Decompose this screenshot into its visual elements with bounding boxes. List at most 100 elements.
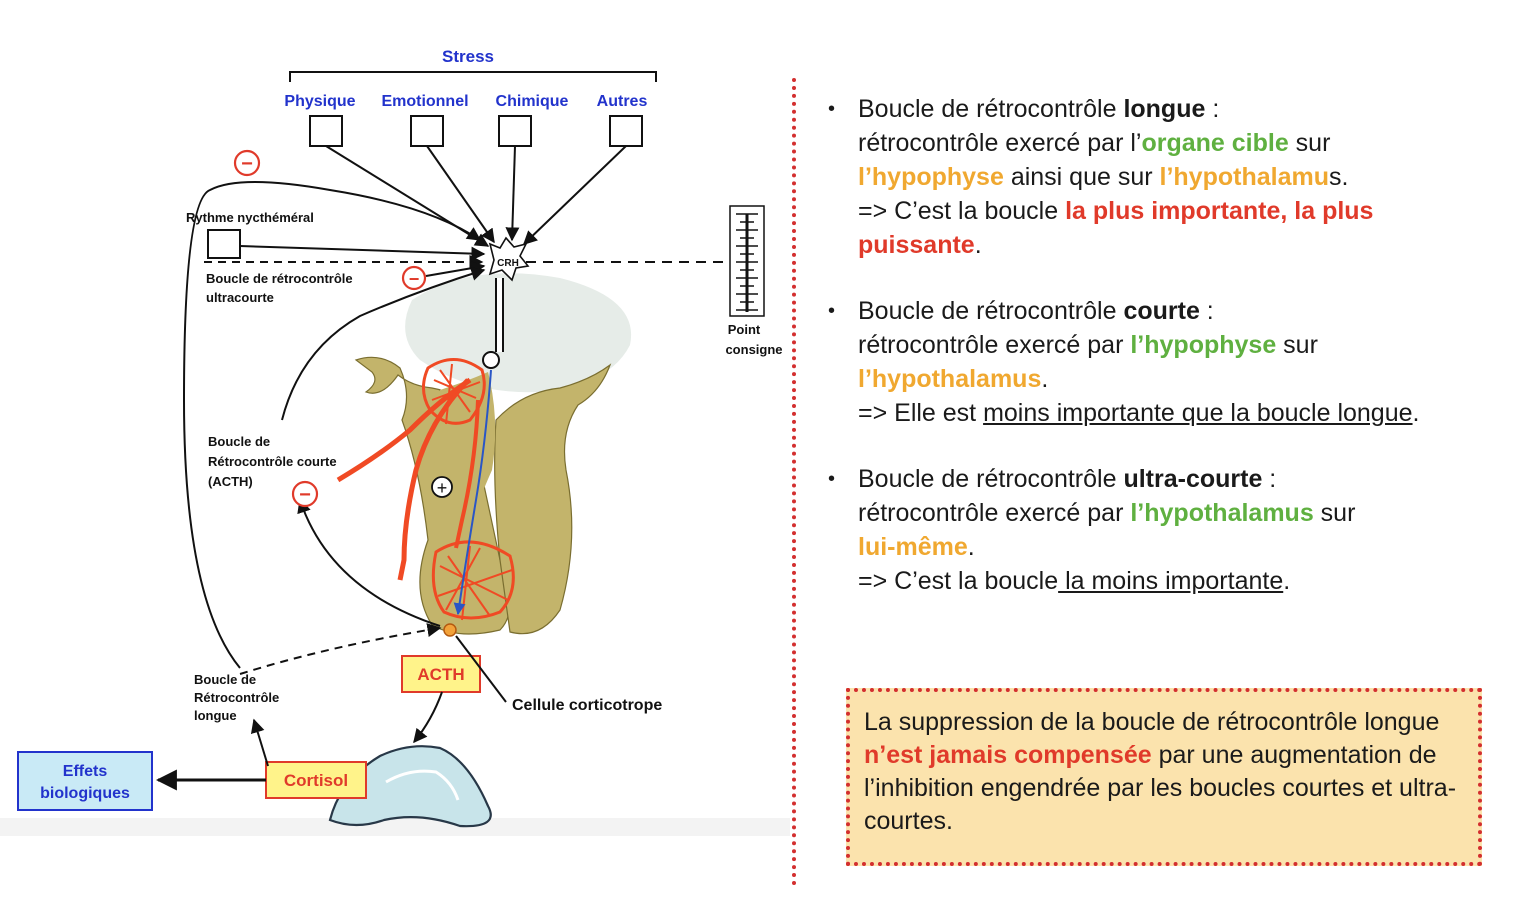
- adrenal-gland: [328, 745, 492, 828]
- stress-physique: Physique: [284, 93, 355, 110]
- arrow-autres-crh: [522, 145, 627, 245]
- adrenal-medulla: [385, 769, 460, 801]
- b3-l4-pre: => C’est la boucle: [858, 567, 1059, 595]
- minus-short-glyph: −: [299, 484, 311, 506]
- minus-long-glyph: −: [241, 153, 253, 175]
- b2-l1-post: :: [1199, 297, 1214, 325]
- note-text-post: par une augmentation de l’inhibition eng…: [864, 741, 1457, 835]
- b2-l3-orange: l’hypothalamus: [858, 365, 1042, 393]
- stress-box-physique: [309, 115, 343, 147]
- longue-label-2: Rétrocontrôle: [194, 690, 279, 705]
- b1-l4-red: la plus importante, la plus puissante: [858, 197, 1374, 259]
- cellule-label: Cellule corticotrope: [512, 697, 662, 714]
- effets-label-2: biologiques: [40, 785, 130, 802]
- b3-l1-post: :: [1262, 465, 1277, 493]
- b2-l3-post: .: [1041, 365, 1049, 393]
- b1-l3-orange2: l’hypothalamu: [1159, 163, 1329, 191]
- bullet-longue: • Boucle de rétrocontrôle longue : rétro…: [820, 92, 1500, 262]
- b1-l1-pre: Boucle de rétrocontrôle: [858, 95, 1124, 123]
- bottom-band: [0, 818, 790, 836]
- stress-title: Stress: [442, 47, 494, 66]
- stress-autres: Autres: [597, 93, 648, 110]
- b3-l3-orange: lui-même: [858, 533, 968, 561]
- portal-capillary-top-mesh: [431, 363, 481, 425]
- b1-l2-green: organe cible: [1141, 129, 1289, 157]
- acth-label: ACTH: [417, 665, 464, 684]
- crh-axon: [495, 278, 504, 352]
- explanation-panel: • Boucle de rétrocontrôle longue : rétro…: [820, 92, 1500, 630]
- b2-l4-post: .: [1412, 399, 1420, 427]
- b3-l2-pre: rétrocontrôle exercé par: [858, 499, 1131, 527]
- portal-capillary-bottom: [431, 540, 515, 620]
- crh-axon-fill: [497, 278, 502, 352]
- rythme-box: [207, 229, 241, 259]
- crh-neuron: [488, 236, 530, 282]
- minus-ultra: [401, 265, 427, 291]
- stress-box-emotionnel: [410, 115, 444, 147]
- acth-box: [401, 655, 481, 693]
- bullet-courte: • Boucle de rétrocontrôle courte : rétro…: [820, 294, 1500, 430]
- cortisol-label: Cortisol: [284, 771, 348, 790]
- b1-l4-post: .: [974, 231, 982, 259]
- b1-l3-orange1: l’hypophyse: [858, 163, 1004, 191]
- courte-label-1: Boucle de: [208, 434, 270, 449]
- b2-l4-pre: => Elle est: [858, 399, 984, 427]
- consigne-label-2: consigne: [725, 342, 782, 357]
- crh-blue-path: [453, 369, 492, 616]
- b2-l2-green: l’hypophyse: [1130, 331, 1277, 359]
- effets-label-1: Effets: [63, 763, 108, 780]
- b1-l2-post: sur: [1288, 129, 1331, 157]
- b3-l2-green: l’hypothalamus: [1130, 499, 1314, 527]
- bullet-dot: •: [828, 300, 836, 322]
- portal-capillary-bottom-mesh: [437, 545, 513, 621]
- crh-terminal: [482, 351, 500, 369]
- arrow-chimique-crh: [505, 145, 520, 242]
- cortisol-box: [265, 761, 367, 799]
- b3-l1-bold: ultra-courte: [1123, 465, 1263, 493]
- portal-vessel-descending: [454, 399, 480, 549]
- minus-short: [291, 480, 319, 508]
- note-text-pre: La suppression de la boucle de rétrocont…: [864, 708, 1440, 736]
- b1-l3-mid: ainsi que sur: [1003, 163, 1160, 191]
- b3-l2-post: sur: [1313, 499, 1356, 527]
- plus-sign-glyph: +: [437, 478, 448, 498]
- b2-l2-post: sur: [1276, 331, 1318, 359]
- effets-box: [17, 751, 153, 811]
- ultra-label-2: ultracourte: [206, 290, 274, 305]
- stress-emotionnel: Emotionnel: [381, 93, 468, 110]
- corticotrope-cell: [443, 623, 457, 637]
- long-loop-to-hypothalamus: [182, 181, 482, 669]
- b3-l3-post: .: [967, 533, 975, 561]
- ultra-label-1: Boucle de rétrocontrôle: [206, 271, 353, 286]
- ultra-arrow-back: [425, 261, 486, 277]
- stress-chimique: Chimique: [496, 93, 569, 110]
- b1-l1-bold: longue: [1123, 95, 1206, 123]
- minus-long: [233, 149, 261, 177]
- b1-l4-pre: => C’est la boucle: [858, 197, 1066, 225]
- b2-l2-pre: rétrocontrôle exercé par: [858, 331, 1131, 359]
- portal-capillary-top: [422, 358, 486, 425]
- arrow-emotionnel-crh: [426, 145, 495, 244]
- b3-l4-underline: la moins importante: [1058, 567, 1284, 595]
- short-loop-to-crh: [281, 267, 486, 421]
- longue-label-1: Boucle de: [194, 672, 256, 687]
- bullet-dot: •: [828, 98, 836, 120]
- b1-l2-pre: rétrocontrôle exercé par l’: [858, 129, 1142, 157]
- hypothalamus-area: [405, 273, 632, 393]
- pituitary-right-lobe: [494, 363, 612, 635]
- b1-l1-post: :: [1205, 95, 1220, 123]
- b3-l4-post: .: [1283, 567, 1291, 595]
- minus-ultra-glyph: −: [409, 269, 420, 289]
- long-loop-to-pituitary: [239, 623, 442, 675]
- crh-label: CRH: [497, 258, 519, 269]
- short-loop-path: [297, 498, 441, 627]
- cellule-pointer: [455, 635, 507, 703]
- b2-l4-underline: moins importante que la boucle longue: [983, 399, 1413, 427]
- bullet-ultra-courte: • Boucle de rétrocontrôle ultra-courte :…: [820, 462, 1500, 598]
- stress-box-chimique: [498, 115, 532, 147]
- dotted-divider: [792, 78, 796, 886]
- b2-l1-pre: Boucle de rétrocontrôle: [858, 297, 1124, 325]
- plus-sign: [431, 476, 453, 498]
- stress-box-autres: [609, 115, 643, 147]
- longue-label-3: longue: [194, 708, 237, 723]
